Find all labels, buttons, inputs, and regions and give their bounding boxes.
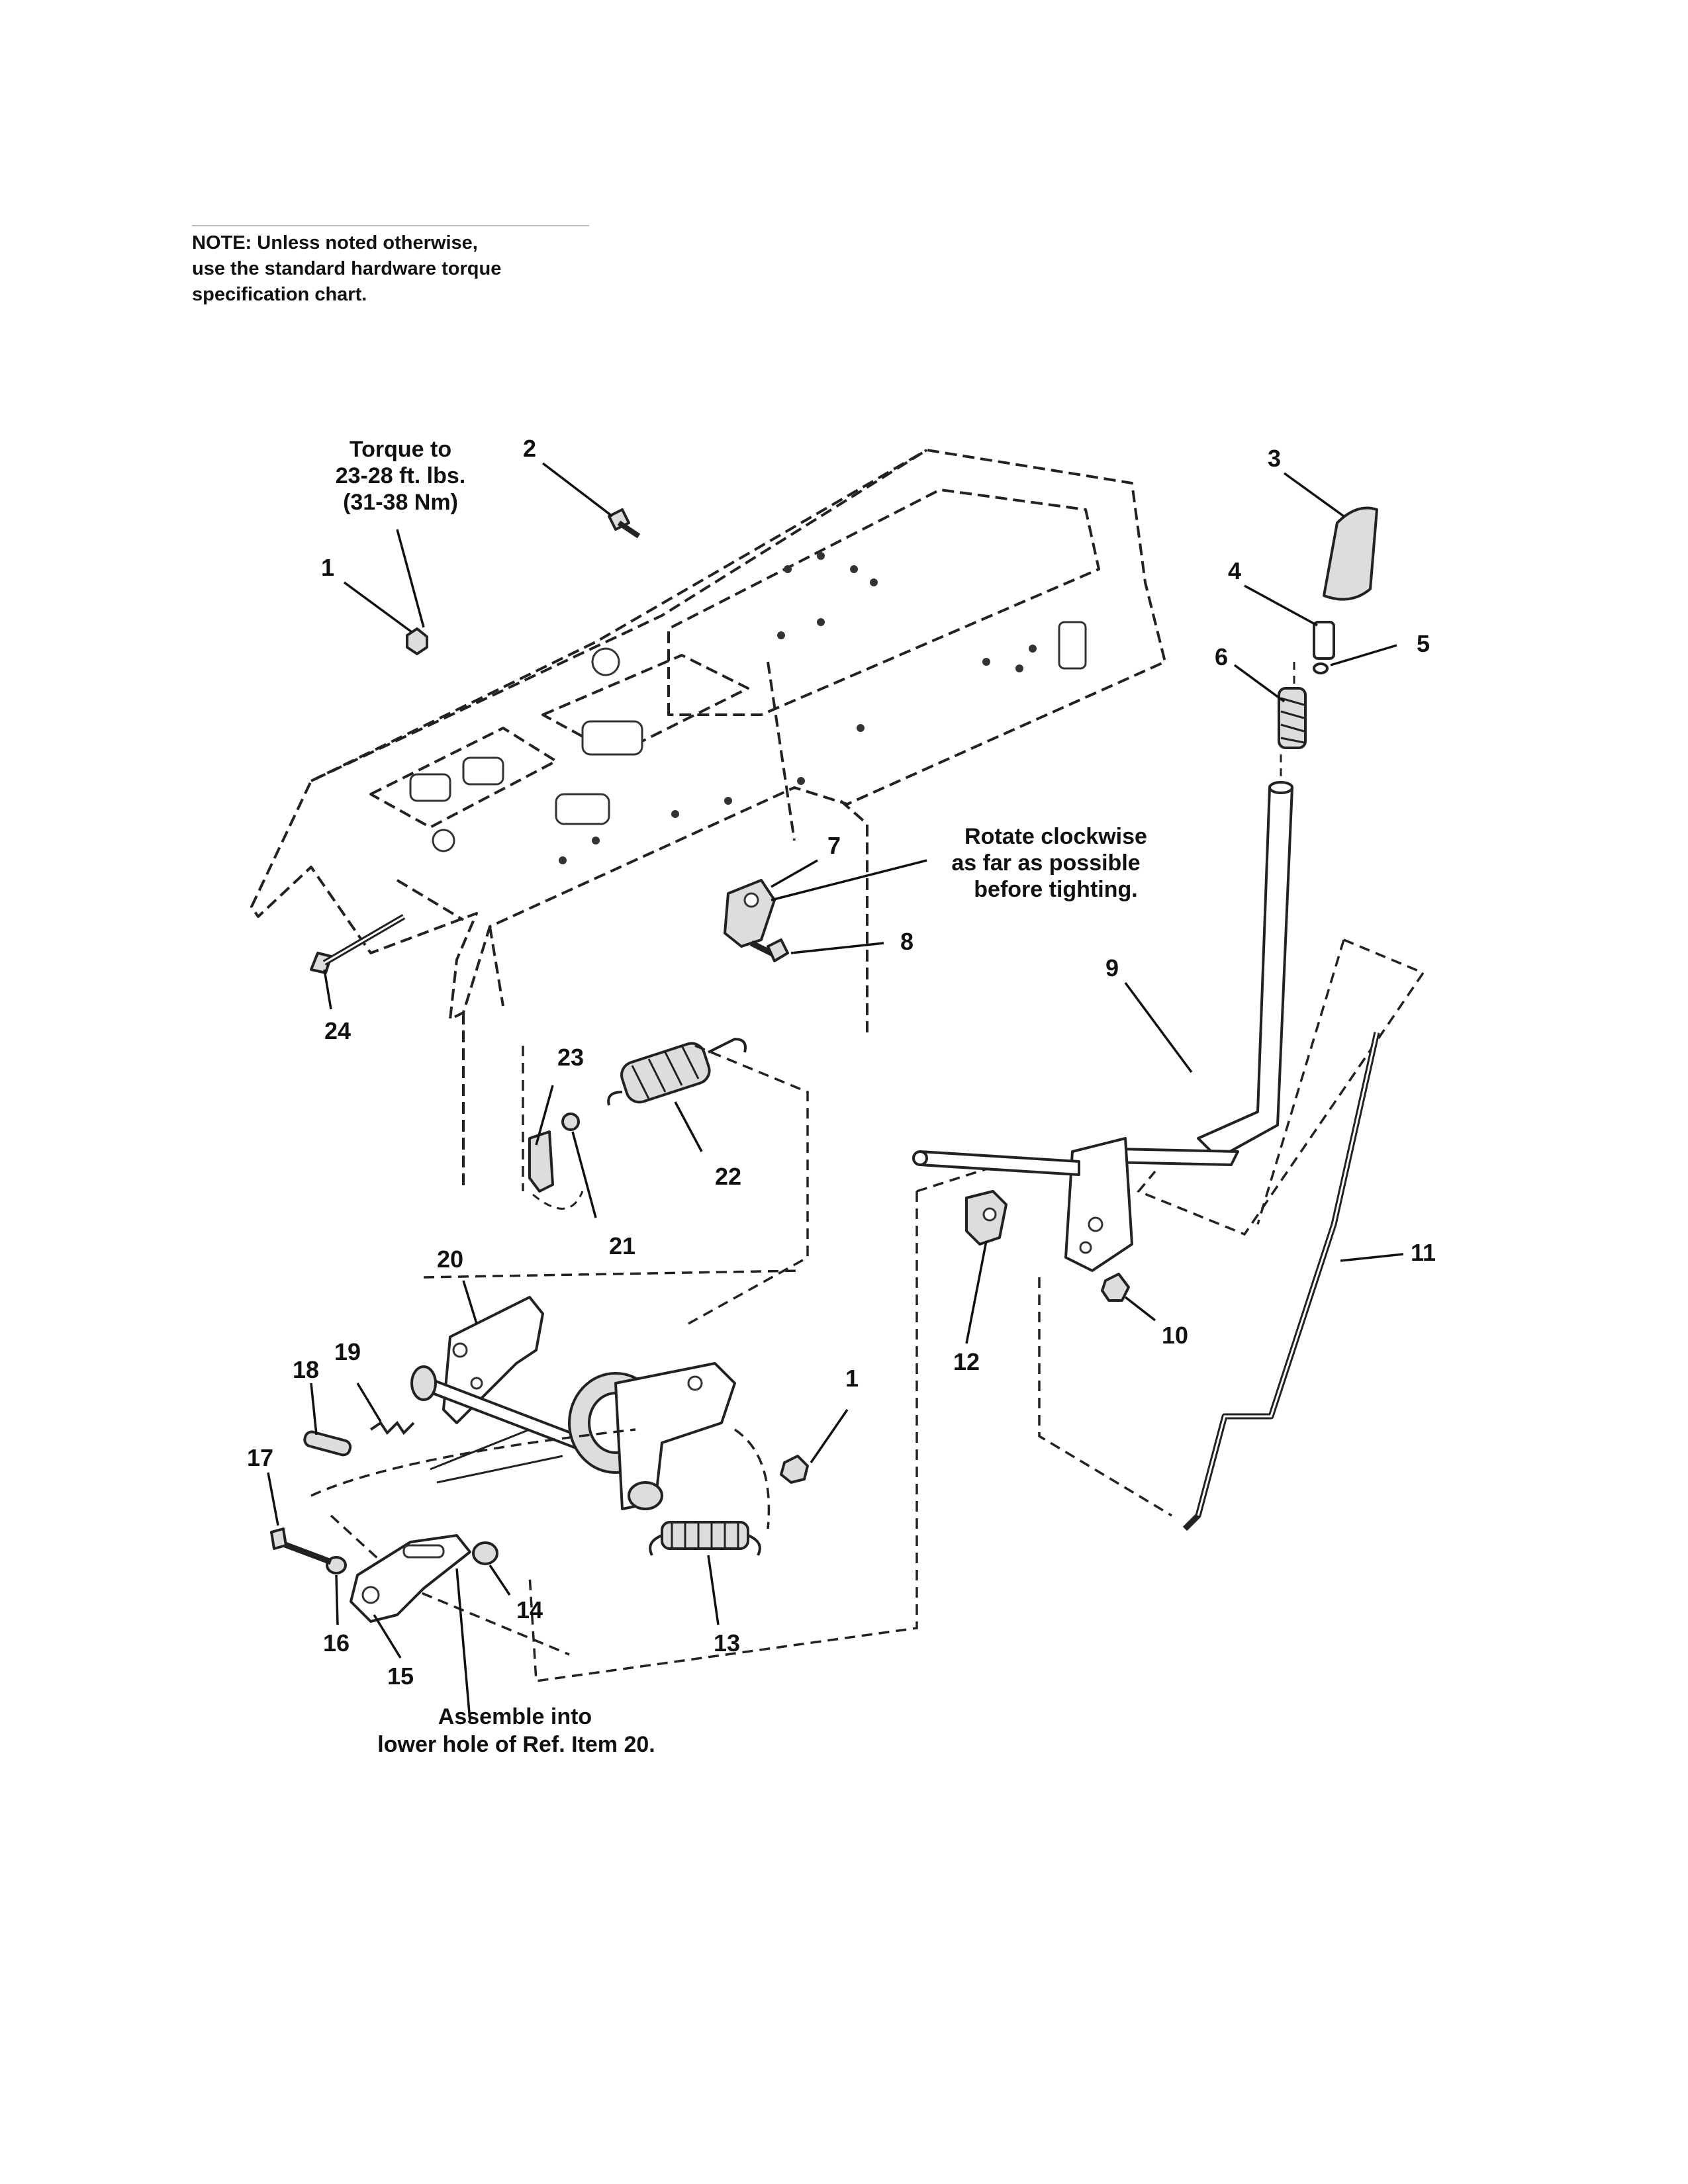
small-washer (1313, 662, 1329, 674)
torque-line-2: 23-28 ft. lbs. (336, 463, 466, 488)
part-label-14: 14 (516, 1596, 543, 1623)
part-label-4: 4 (1228, 557, 1241, 584)
assemble-line-1: Assemble into (438, 1704, 592, 1729)
part-label-7: 7 (827, 832, 841, 859)
part-label-9: 9 (1105, 954, 1119, 981)
lift-bracket (442, 1296, 544, 1424)
torque-note: NOTE: Unless noted otherwise, use the st… (192, 225, 589, 308)
hairpin-clip (369, 1420, 415, 1435)
part-label-18: 18 (293, 1356, 319, 1383)
part-label-2: 2 (523, 435, 536, 462)
part-label-11: 11 (1411, 1239, 1436, 1266)
leader-lines (267, 462, 1404, 1721)
torque-line-1: Torque to (350, 437, 451, 462)
torque-line-3: (31-38 Nm) (343, 490, 458, 515)
part-label-8: 8 (900, 928, 914, 955)
lift-handle-rod (1197, 786, 1293, 1160)
rotate-line-1: Rotate clockwise (964, 824, 1147, 849)
lower-link-parts (270, 1420, 563, 1623)
part-label-5: 5 (1417, 630, 1430, 657)
rotate-line-3: before tighting. (974, 877, 1137, 902)
index-plate (724, 879, 776, 948)
lift-handle-assembly (1064, 506, 1378, 1272)
cross-shaft-parts (912, 1150, 1130, 1302)
hex-nut-top (406, 627, 428, 655)
note-line-1: NOTE: Unless noted otherwise, (192, 232, 478, 253)
part-label-22: 22 (715, 1163, 741, 1190)
part-label-24: 24 (324, 1017, 351, 1044)
flat-washer (326, 1556, 347, 1574)
rotate-callout: Rotate clockwise as far as possible befo… (951, 824, 1147, 902)
hex-nut-lower (780, 1455, 809, 1484)
note-line-3: specification chart. (192, 284, 367, 305)
hardware (310, 508, 809, 1484)
part-label-12: 12 (953, 1348, 980, 1375)
part-label-1: 1 (321, 554, 334, 581)
handle-grip (1323, 506, 1378, 601)
assemble-line-2: lower hole of Ref. Item 20. (377, 1732, 655, 1757)
grip-spacer (1313, 621, 1335, 660)
hex-bolt-8 (767, 938, 789, 962)
part-label-13: 13 (714, 1629, 740, 1657)
assemble-callout: Assemble into lower hole of Ref. Item 20… (377, 1704, 655, 1757)
part-label-17: 17 (247, 1444, 273, 1471)
note-line-2: use the standard hardware torque (192, 258, 502, 279)
part-label-16: 16 (323, 1629, 350, 1657)
rotate-line-2: as far as possible (951, 850, 1140, 876)
extension-spring-upper (528, 1037, 747, 1210)
part-label-15: 15 (387, 1662, 414, 1690)
lift-bracket-assembly (410, 1296, 736, 1510)
part-label-20: 20 (437, 1246, 463, 1273)
lock-nut-right (1101, 1273, 1130, 1302)
part-label-23: 23 (557, 1044, 584, 1071)
part-label-19: 19 (334, 1338, 361, 1365)
extension-spring-lower (649, 1521, 761, 1556)
part-label-6: 6 (1215, 643, 1228, 670)
torque-callout: Torque to 23-28 ft. lbs. (31-38 Nm) (336, 437, 466, 515)
part-number-labels: 1 2 3 4 5 6 7 8 9 10 11 12 13 14 15 16 1… (247, 435, 1436, 1690)
part-label-1-lower: 1 (845, 1365, 859, 1392)
cross-shaft (919, 1150, 1080, 1176)
spacer (472, 1541, 498, 1565)
handle-plate (1064, 1137, 1133, 1272)
shoulder-bolt (270, 1527, 287, 1550)
spring-bracket (528, 1130, 554, 1193)
small-nut (561, 1113, 580, 1131)
clevis-pin (303, 1430, 352, 1457)
part-label-10: 10 (1162, 1322, 1188, 1349)
lift-arm-plate (614, 1362, 736, 1510)
part-label-3: 3 (1268, 445, 1281, 472)
chassis-frame (250, 449, 1166, 1191)
part-label-21: 21 (609, 1232, 635, 1259)
